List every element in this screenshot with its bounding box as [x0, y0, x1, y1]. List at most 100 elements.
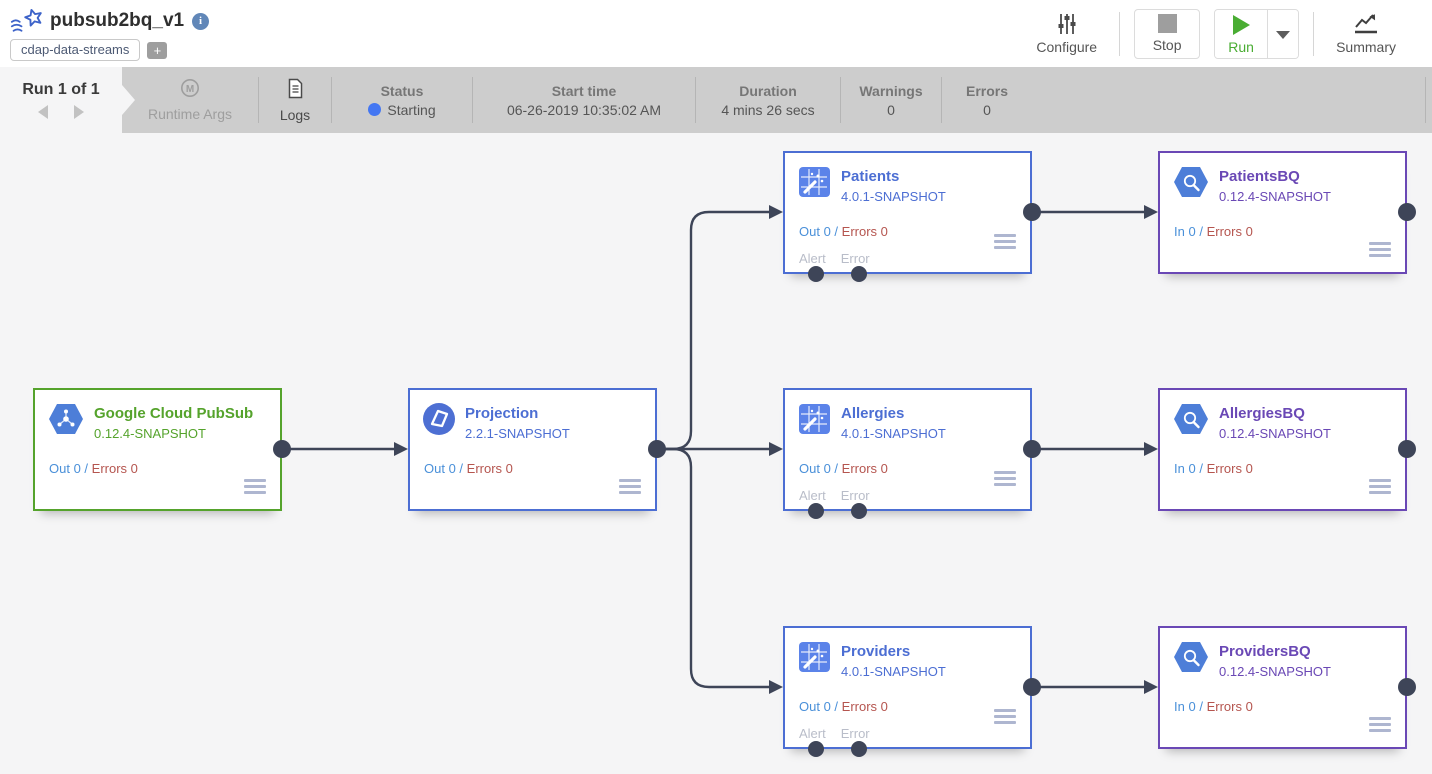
- node-allergiesbq[interactable]: AllergiesBQ 0.12.4-SNAPSHOT In 0 / Error…: [1158, 388, 1407, 511]
- node-version: 0.12.4-SNAPSHOT: [94, 426, 206, 441]
- divider: [941, 77, 942, 123]
- node-menu-button[interactable]: [992, 707, 1018, 726]
- divider: [1119, 11, 1121, 56]
- arrowhead-icon: [394, 442, 408, 456]
- error-port-label: Error: [840, 488, 870, 503]
- node-projection[interactable]: Projection 2.2.1-SNAPSHOT Out 0 / Errors…: [408, 388, 657, 511]
- add-tag-button[interactable]: +: [147, 41, 168, 59]
- next-run-icon[interactable]: [74, 105, 84, 119]
- metric-separator: /: [1199, 461, 1203, 476]
- wrangler-icon: [798, 641, 831, 673]
- node-title: PatientsBQ: [1219, 168, 1300, 185]
- info-icon[interactable]: i: [192, 12, 210, 30]
- metric-separator: /: [459, 461, 464, 476]
- warnings-value: 0: [887, 101, 895, 118]
- run-dropdown-button[interactable]: [1267, 9, 1299, 58]
- node-errors-metric[interactable]: Errors 0: [91, 461, 138, 476]
- pubsub-hexagon-icon: [48, 403, 84, 435]
- divider: [472, 77, 473, 123]
- warnings-label: Warnings: [859, 82, 923, 99]
- node-in-metric[interactable]: In 0: [1174, 699, 1196, 714]
- svg-text:M: M: [186, 84, 194, 95]
- node-errors-metric[interactable]: Errors 0: [1206, 224, 1253, 239]
- wrangler-icon: [798, 166, 831, 198]
- node-patientsbq[interactable]: PatientsBQ 0.12.4-SNAPSHOT In 0 / Errors…: [1158, 151, 1407, 274]
- header-left: pubsub2bq_v1 i cdap-data-streams +: [0, 0, 210, 67]
- node-errors-metric[interactable]: Errors 0: [841, 461, 888, 476]
- metric-separator: /: [1199, 699, 1203, 714]
- node-out-metric[interactable]: Out 0: [424, 461, 456, 476]
- duration-label: Duration: [739, 82, 797, 99]
- node-menu-button[interactable]: [992, 469, 1018, 488]
- status-section: Status Starting: [332, 67, 472, 133]
- node-menu-button[interactable]: [1367, 477, 1393, 496]
- node-errors-metric[interactable]: Errors 0: [1206, 699, 1253, 714]
- error-port-label: Error: [840, 726, 870, 741]
- metric-separator: /: [834, 699, 839, 714]
- node-errors-metric[interactable]: Errors 0: [841, 224, 888, 239]
- node-version: 0.12.4-SNAPSHOT: [1219, 664, 1331, 679]
- node-out-metric[interactable]: Out 0: [799, 461, 831, 476]
- prev-run-icon[interactable]: [38, 105, 48, 119]
- tag-cdap-data-streams[interactable]: cdap-data-streams: [10, 39, 141, 61]
- play-icon: [1232, 14, 1250, 35]
- header-actions: Configure Stop Run: [1014, 0, 1432, 67]
- arrowhead-icon: [769, 205, 783, 219]
- status-value: Starting: [387, 101, 436, 118]
- logs-label: Logs: [279, 106, 311, 123]
- runtime-args-label: Runtime Args: [147, 106, 233, 122]
- node-patients[interactable]: Patients 4.0.1-SNAPSHOT Out 0 / Errors 0…: [783, 151, 1032, 274]
- divider: [1425, 77, 1426, 123]
- node-errors-metric[interactable]: Errors 0: [1206, 461, 1253, 476]
- node-menu-button[interactable]: [992, 232, 1018, 251]
- node-title: Google Cloud PubSub: [94, 405, 254, 422]
- run-button[interactable]: Run: [1215, 9, 1268, 58]
- connection: [655, 210, 773, 451]
- metric-separator: /: [84, 461, 89, 476]
- alert-port-label: Alert: [799, 726, 826, 741]
- node-menu-button[interactable]: [1367, 240, 1393, 259]
- logs-button[interactable]: Logs: [259, 67, 331, 133]
- alert-port-label: Alert: [799, 488, 826, 503]
- node-errors-metric[interactable]: Errors 0: [841, 699, 888, 714]
- pipeline-canvas[interactable]: Google Cloud PubSub 0.12.4-SNAPSHOT Out …: [0, 133, 1432, 774]
- runtime-args-button[interactable]: M Runtime Args: [122, 67, 258, 133]
- run-count-label: Run 1 of 1: [22, 81, 100, 98]
- node-menu-button[interactable]: [242, 477, 268, 496]
- stop-label: Stop: [1152, 37, 1182, 53]
- node-out-metric[interactable]: Out 0: [49, 461, 81, 476]
- node-menu-button[interactable]: [1367, 715, 1393, 734]
- summary-label: Summary: [1336, 38, 1396, 55]
- node-out-metric[interactable]: Out 0: [799, 224, 831, 239]
- arrowhead-icon: [1144, 442, 1158, 456]
- divider: [331, 77, 332, 123]
- bigquery-hexagon-icon: [1173, 641, 1209, 673]
- node-title: Providers: [841, 643, 911, 660]
- node-providersbq[interactable]: ProvidersBQ 0.12.4-SNAPSHOT In 0 / Error…: [1158, 626, 1407, 749]
- node-title: Allergies: [841, 405, 905, 422]
- node-google-cloud-pubsub[interactable]: Google Cloud PubSub 0.12.4-SNAPSHOT Out …: [33, 388, 282, 511]
- page-title: pubsub2bq_v1: [50, 10, 185, 31]
- node-in-metric[interactable]: In 0: [1174, 224, 1196, 239]
- configure-button[interactable]: Configure: [1014, 13, 1119, 55]
- node-menu-button[interactable]: [617, 477, 643, 496]
- arrowhead-icon: [769, 680, 783, 694]
- node-in-metric[interactable]: In 0: [1174, 461, 1196, 476]
- node-version: 2.2.1-SNAPSHOT: [465, 426, 570, 441]
- sliders-icon: [1057, 13, 1077, 35]
- node-title: Patients: [841, 168, 900, 185]
- summary-button[interactable]: Summary: [1314, 13, 1418, 55]
- connection: [655, 447, 773, 689]
- start-time-label: Start time: [551, 82, 617, 99]
- node-errors-metric[interactable]: Errors 0: [466, 461, 513, 476]
- cdap-pipeline-icon: [10, 8, 42, 34]
- node-allergies[interactable]: Allergies 4.0.1-SNAPSHOT Out 0 / Errors …: [783, 388, 1032, 511]
- stop-button[interactable]: Stop: [1134, 8, 1201, 59]
- node-title: ProvidersBQ: [1219, 643, 1311, 660]
- node-out-metric[interactable]: Out 0: [799, 699, 831, 714]
- run-level-bar: Run 1 of 1 M Runtime Args: [0, 67, 1432, 133]
- divider: [695, 77, 696, 123]
- node-title: Projection: [465, 405, 539, 422]
- node-providers[interactable]: Providers 4.0.1-SNAPSHOT Out 0 / Errors …: [783, 626, 1032, 749]
